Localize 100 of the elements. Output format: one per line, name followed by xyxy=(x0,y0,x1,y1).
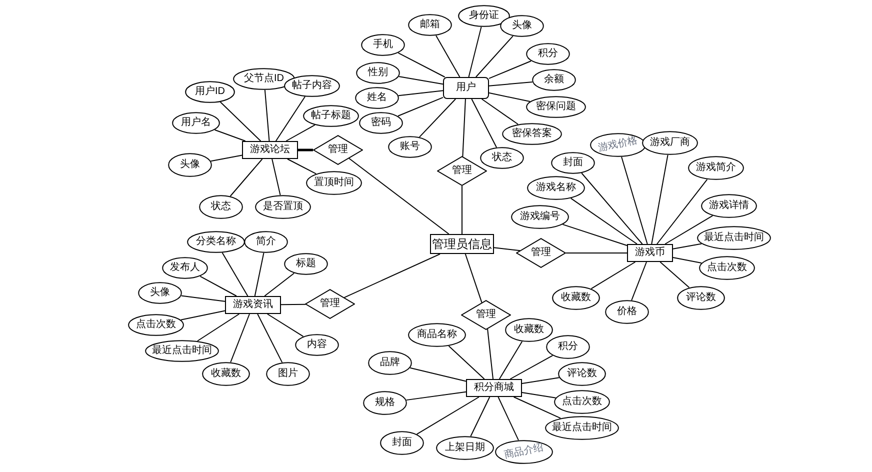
attribute-label: 用户名 xyxy=(181,118,211,128)
attribute-ellipse xyxy=(526,96,586,118)
connector-line xyxy=(298,148,313,152)
entity-box xyxy=(627,244,673,262)
connector-line xyxy=(286,158,317,174)
attribute-ellipse xyxy=(532,69,576,91)
attribute-ellipse xyxy=(266,362,310,386)
connector-line xyxy=(468,26,482,78)
attribute-label: 头像 xyxy=(512,21,532,31)
connector-line xyxy=(487,328,494,380)
connector-line xyxy=(448,345,485,380)
attribute-label: 品牌 xyxy=(380,358,400,368)
connector-line xyxy=(494,247,520,252)
attribute-ellipse xyxy=(361,34,405,56)
attribute-ellipse xyxy=(500,15,544,37)
attribute-label: 余额 xyxy=(544,75,564,85)
attribute-label: 账号 xyxy=(400,142,420,152)
attribute-label: 性别 xyxy=(368,68,388,78)
connector-line xyxy=(406,391,466,401)
connector-line xyxy=(275,96,306,142)
entity-box xyxy=(242,141,298,159)
attribute-ellipse xyxy=(388,136,432,158)
connector-line xyxy=(513,396,561,419)
attribute-ellipse xyxy=(495,440,553,464)
entity-label: 积分商城 xyxy=(474,383,514,393)
entity-box xyxy=(466,379,522,397)
attribute-label: 标题 xyxy=(296,259,316,269)
attribute-ellipse xyxy=(199,195,243,219)
connector-line xyxy=(481,98,519,125)
connector-line xyxy=(672,256,702,264)
entity-label: 管理员信息 xyxy=(432,238,492,250)
attribute-label: 游戏价格 xyxy=(597,136,639,154)
attribute-ellipse xyxy=(458,5,510,27)
connector-line xyxy=(672,243,702,250)
connector-line xyxy=(470,396,490,437)
attribute-ellipse xyxy=(408,323,466,347)
attribute-ellipse xyxy=(368,351,412,375)
connector-line xyxy=(498,341,523,380)
attribute-ellipse xyxy=(359,112,403,134)
relationship-diamond xyxy=(461,300,511,330)
relationship-label: 管理 xyxy=(320,299,340,309)
connector-line xyxy=(488,92,530,102)
attribute-label: 状态 xyxy=(492,153,512,163)
connector-line xyxy=(397,96,444,116)
attribute-ellipse xyxy=(545,416,619,440)
connector-line xyxy=(418,98,456,138)
attribute-ellipse xyxy=(554,390,610,414)
attribute-label: 价格 xyxy=(617,307,637,317)
relationship-label: 管理 xyxy=(531,248,551,258)
attribute-ellipse xyxy=(526,43,570,65)
connector-line xyxy=(214,129,246,142)
connector-line xyxy=(475,36,514,78)
attribute-label: 用户ID xyxy=(195,87,225,97)
connector-line xyxy=(651,154,668,244)
connector-line xyxy=(471,98,498,148)
attribute-ellipse xyxy=(436,436,494,460)
attribute-label: 内容 xyxy=(307,340,327,350)
connector-line xyxy=(464,254,482,304)
relationship-diamond xyxy=(437,156,487,186)
attribute-ellipse xyxy=(145,340,219,362)
attribute-label: 手机 xyxy=(373,40,393,50)
attribute-label: 积分 xyxy=(558,342,578,352)
attribute-ellipse xyxy=(380,431,424,455)
attribute-label: 封面 xyxy=(392,438,412,448)
attribute-label: 邮箱 xyxy=(420,20,440,30)
attribute-label: 分类名称 xyxy=(196,237,236,247)
connector-line xyxy=(398,90,444,96)
attribute-ellipse xyxy=(295,334,339,356)
attribute-label: 密码 xyxy=(371,118,391,128)
entity-label: 游戏币 xyxy=(635,248,665,258)
connector-line xyxy=(180,295,226,302)
attribute-ellipse xyxy=(502,123,562,145)
connector-line xyxy=(222,252,248,296)
connector-line xyxy=(264,272,295,296)
attribute-label: 评论数 xyxy=(567,369,597,379)
connector-line xyxy=(522,377,560,384)
attribute-label: 姓名 xyxy=(367,93,387,103)
entity-label: 用户 xyxy=(456,83,476,93)
connector-line xyxy=(254,252,264,296)
connector-line xyxy=(660,262,690,288)
attribute-ellipse xyxy=(511,205,569,229)
attribute-ellipse xyxy=(138,282,182,304)
attribute-label: 点击次数 xyxy=(707,263,747,273)
attribute-label: 收藏数 xyxy=(211,369,241,379)
attribute-ellipse xyxy=(356,62,400,84)
connector-line xyxy=(510,355,554,380)
connector-line xyxy=(398,76,444,85)
entity-label: 游戏论坛 xyxy=(250,145,290,155)
connector-line xyxy=(416,396,480,435)
attribute-ellipse xyxy=(590,133,646,157)
attribute-ellipse xyxy=(306,171,362,195)
attribute-ellipse xyxy=(168,153,212,177)
attribute-label: 密保答案 xyxy=(512,129,552,139)
attribute-ellipse xyxy=(551,152,595,174)
connector-line xyxy=(230,158,263,197)
entity-label: 游戏资讯 xyxy=(233,300,273,310)
relationship-diamond xyxy=(313,135,363,165)
relationship-label: 管理 xyxy=(328,145,348,155)
connector-line xyxy=(200,276,237,296)
attribute-label: 帖子内容 xyxy=(292,81,332,91)
